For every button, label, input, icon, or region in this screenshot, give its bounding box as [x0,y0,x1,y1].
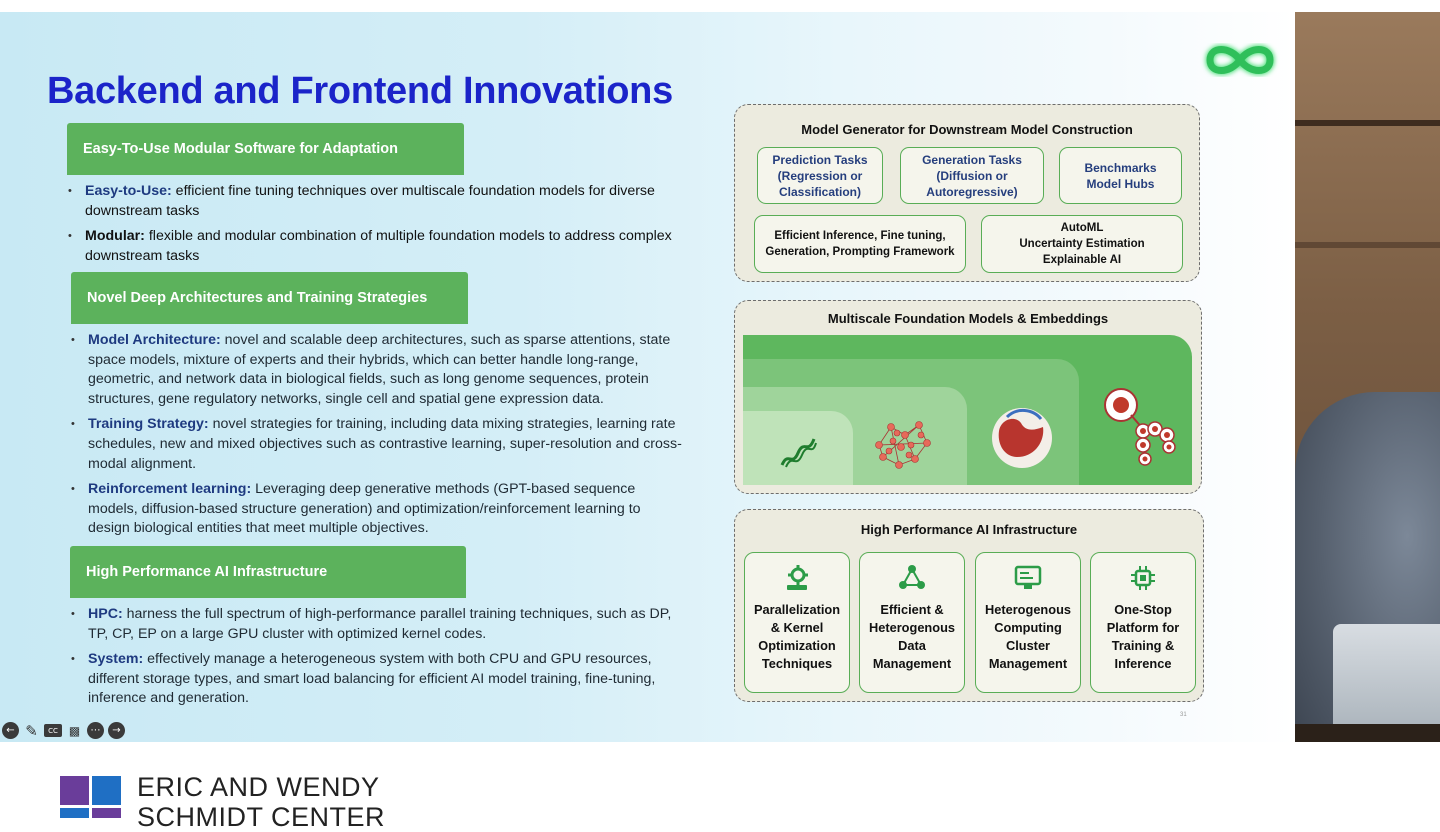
list-item: Reinforcement learning: Leveraging deep … [71,480,683,539]
list-item: Easy-to-Use: efficient fine tuning techn… [68,182,688,221]
hpc-infrastructure-title: High Performance AI Infrastructure [860,522,1078,537]
infinity-logo-icon [1205,45,1275,75]
bullet-list-modular-software: Easy-to-Use: efficient fine tuning techn… [68,182,688,272]
hpc-infrastructure-box: High Performance AI Infrastructure Paral… [734,509,1204,702]
logo-line-1: ERIC AND WENDY [137,772,380,802]
graph-icon [899,565,925,589]
benchmarks-chip: Benchmarks Model Hubs [1059,147,1182,204]
chip-icon [1131,566,1155,590]
dna-icon [780,438,817,468]
presentation-slide: Backend and Frontend Innovations Easy-To… [0,12,1295,742]
scale-layer [743,411,853,485]
floor-strip [1295,724,1440,742]
previous-icon[interactable]: ← [2,722,19,739]
presenter-toolbar: ← ✎ CC ▩ ⋯ → [2,721,125,740]
list-item: Modular: flexible and modular combinatio… [68,227,688,266]
model-generator-box: Model Generator for Downstream Model Con… [734,104,1200,282]
speaker-video-feed [1295,12,1440,742]
next-icon[interactable]: → [108,722,125,739]
list-item: Model Architecture: novel and scalable d… [71,331,683,409]
tile-label: Parallelization & Kernel Optimization Te… [753,602,841,671]
one-stop-platform-tile: One-Stop Platform for Training & Inferen… [1090,552,1196,693]
automl-chip: AutoML Uncertainty Estimation Explainabl… [981,215,1183,273]
bullet-list-deep-architectures: Model Architecture: novel and scalable d… [71,331,683,545]
layered-scales-graphic [743,335,1192,485]
section-header-modular-software: Easy-To-Use Modular Software for Adaptat… [67,123,464,175]
bullet-list-hpc: HPC: harness the full spectrum of high-p… [71,605,683,715]
more-icon[interactable]: ⋯ [87,722,104,739]
foundation-models-title: Multiscale Foundation Models & Embedding… [827,311,1109,326]
parallelization-tile: Parallelization & Kernel Optimization Te… [744,552,850,693]
generation-tasks-chip: Generation Tasks (Diffusion or Autoregre… [900,147,1044,204]
tile-label: Efficient & Heterogenous Data Management [868,602,956,671]
list-item: Training Strategy: novel strategies for … [71,415,683,474]
video-off-icon[interactable]: ▩ [68,723,81,738]
logo-text: ERIC AND WENDY SCHMIDT CENTER [137,772,385,832]
logo-line-2: SCHMIDT CENTER [137,802,386,832]
section-header-deep-architectures: Novel Deep Architectures and Training St… [71,272,468,324]
page-number: 31 [1180,712,1187,718]
gear-icon [787,565,808,590]
data-management-tile: Efficient & Heterogenous Data Management [859,552,965,693]
model-generator-title: Model Generator for Downstream Model Con… [801,122,1133,137]
logo-square-blue [92,776,121,805]
slide-title: Backend and Frontend Innovations [47,70,673,112]
cell-icon [1104,388,1176,466]
monitor-icon [1014,565,1042,589]
network-icon [875,421,931,469]
protein-icon [992,408,1052,468]
list-item: System: effectively manage a heterogeneo… [71,650,683,709]
captions-icon[interactable]: CC [44,724,62,737]
tile-label: One-Stop Platform for Training & Inferen… [1106,602,1180,671]
logo-square-purple [60,776,89,805]
wall-panel-line [1295,120,1440,126]
tile-label: Heterogenous Computing Cluster Managemen… [984,602,1072,671]
section-header-hpc: High Performance AI Infrastructure [70,546,466,598]
list-item: HPC: harness the full spectrum of high-p… [71,605,683,644]
prediction-tasks-chip: Prediction Tasks (Regression or Classifi… [757,147,883,204]
wall-panel-line [1295,242,1440,248]
foundation-models-box: Multiscale Foundation Models & Embedding… [734,300,1202,494]
laptop-image [1333,624,1440,734]
cluster-management-tile: Heterogenous Computing Cluster Managemen… [975,552,1081,693]
pen-icon[interactable]: ✎ [25,721,38,740]
efficient-inference-chip: Efficient Inference, Fine tuning, Genera… [754,215,966,273]
